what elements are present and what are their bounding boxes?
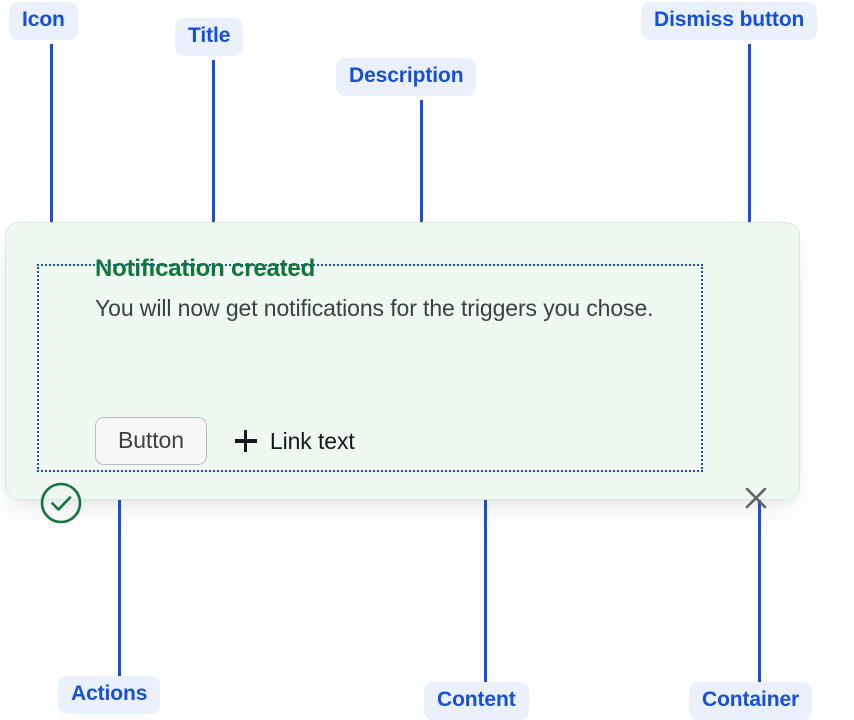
close-icon xyxy=(736,487,776,521)
alert-title: Notification created xyxy=(95,255,316,282)
leader-line-actions xyxy=(118,472,121,676)
action-button[interactable]: Button xyxy=(95,417,207,466)
dismiss-button[interactable] xyxy=(736,478,776,518)
annotation-label-content: Content xyxy=(424,682,529,720)
alert-actions: Button Link text xyxy=(95,417,355,466)
leader-line-content xyxy=(484,472,487,682)
annotation-label-icon: Icon xyxy=(9,2,78,41)
action-link[interactable]: Link text xyxy=(234,427,355,455)
annotation-label-actions: Actions xyxy=(58,676,161,715)
plus-icon xyxy=(234,430,257,453)
annotation-label-container: Container xyxy=(689,682,813,720)
annotation-label-description: Description xyxy=(336,58,477,97)
alert-description: You will now get notifications for the t… xyxy=(95,295,654,322)
leader-line-icon xyxy=(50,44,53,248)
annotation-label-dismiss-button: Dismiss button xyxy=(641,2,818,41)
annotation-label-title: Title xyxy=(175,18,244,57)
check-circle-icon xyxy=(39,481,83,525)
leader-line-dismiss xyxy=(748,44,751,248)
action-link-label: Link text xyxy=(269,427,355,454)
content-highlight-box xyxy=(37,264,703,472)
leader-line-title xyxy=(212,60,215,262)
leader-line-container xyxy=(758,472,761,682)
leader-line-description xyxy=(420,100,423,302)
alert-text-block: Notification created You will now get no… xyxy=(95,255,695,325)
